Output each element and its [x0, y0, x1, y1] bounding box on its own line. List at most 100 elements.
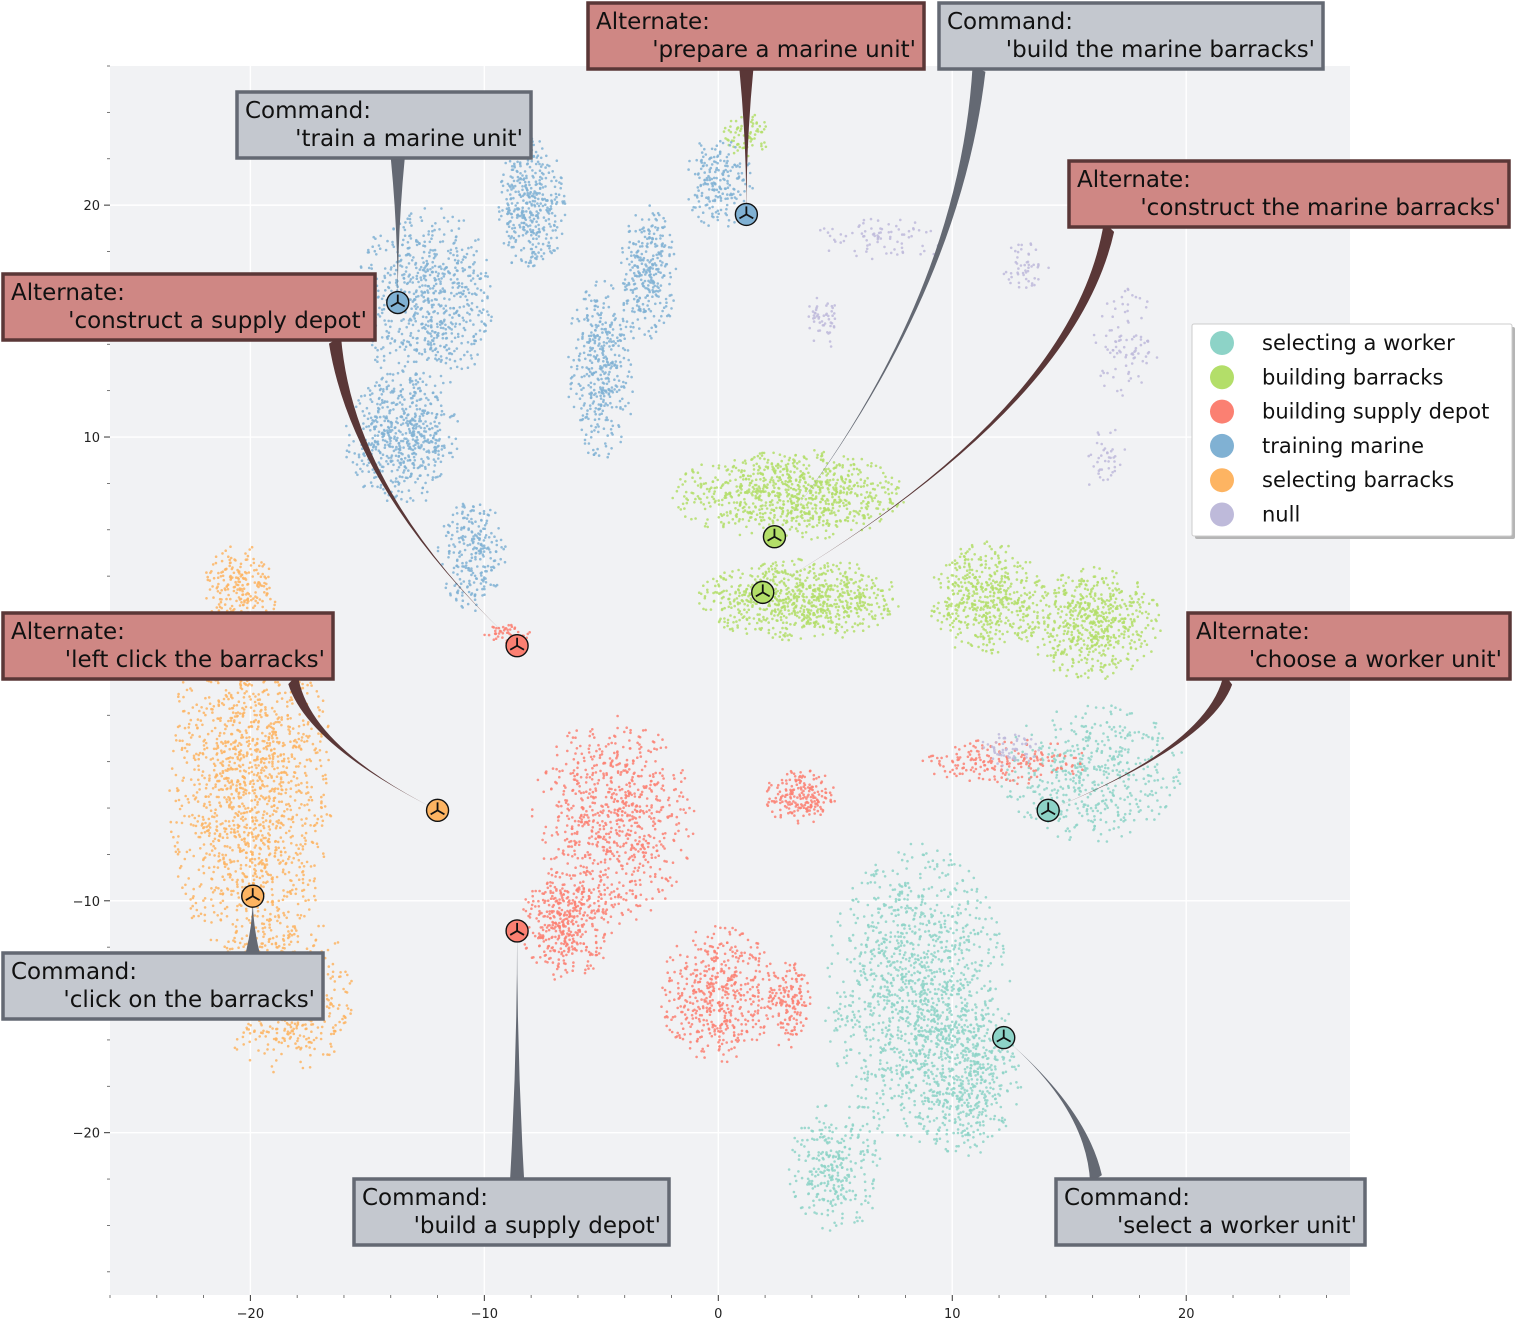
- scatter-point: [1036, 653, 1040, 656]
- scatter-point: [790, 612, 794, 615]
- scatter-point: [798, 616, 801, 619]
- scatter-point: [811, 477, 815, 480]
- scatter-point: [845, 958, 849, 961]
- scatter-point: [803, 1145, 806, 1148]
- scatter-point: [766, 461, 769, 464]
- scatter-point: [1100, 781, 1104, 785]
- scatter-point: [870, 873, 873, 877]
- scatter-point: [950, 989, 954, 992]
- scatter-point: [984, 588, 987, 591]
- scatter-point: [858, 586, 862, 590]
- scatter-point: [897, 969, 900, 972]
- scatter-point: [982, 1131, 986, 1135]
- scatter-point: [945, 1106, 949, 1109]
- scatter-point: [936, 1028, 940, 1032]
- scatter-point: [787, 511, 790, 515]
- scatter-point: [762, 518, 766, 522]
- scatter-point: [851, 1123, 855, 1126]
- scatter-point: [930, 935, 933, 939]
- scatter-point: [723, 606, 726, 610]
- scatter-point: [896, 893, 900, 896]
- scatter-point: [966, 550, 969, 553]
- scatter-point: [1076, 807, 1079, 810]
- scatter-point: [899, 884, 902, 888]
- scatter-point: [732, 599, 736, 603]
- scatter-point: [879, 518, 883, 521]
- scatter-point: [779, 515, 783, 518]
- scatter-point: [802, 476, 806, 479]
- scatter-point: [972, 876, 976, 880]
- scatter-point: [772, 481, 775, 484]
- scatter-point: [883, 1083, 887, 1087]
- scatter-point: [783, 467, 786, 471]
- scatter-point: [754, 518, 757, 521]
- scatter-point: [978, 1037, 981, 1040]
- scatter-point: [963, 565, 966, 569]
- scatter-point: [958, 864, 962, 867]
- scatter-point: [833, 466, 837, 470]
- scatter-point: [980, 1113, 984, 1116]
- scatter-point: [950, 985, 954, 989]
- scatter-point: [870, 914, 874, 917]
- scatter-point: [865, 584, 868, 587]
- scatter-point: [923, 997, 927, 1000]
- scatter-point: [876, 588, 880, 591]
- scatter-point: [1026, 811, 1029, 814]
- scatter-point: [963, 965, 967, 969]
- scatter-point: [757, 495, 761, 499]
- scatter-point: [866, 903, 870, 907]
- scatter-point: [750, 479, 754, 483]
- scatter-point: [948, 891, 952, 894]
- scatter-point: [933, 1094, 936, 1097]
- scatter-point: [711, 495, 714, 499]
- scatter-point: [947, 863, 951, 867]
- scatter-point: [940, 889, 943, 893]
- scatter-point: [873, 896, 876, 900]
- scatter-point: [807, 1192, 810, 1196]
- scatter-point: [917, 1024, 920, 1027]
- scatter-point: [778, 453, 782, 457]
- scatter-point: [779, 591, 782, 595]
- scatter-point: [811, 497, 814, 501]
- scatter-point: [1058, 760, 1062, 764]
- scatter-point: [1107, 772, 1111, 776]
- scatter-point: [758, 511, 762, 515]
- scatter-point: [734, 507, 737, 510]
- scatter-point: [714, 584, 717, 588]
- scatter-point: [1011, 556, 1014, 560]
- scatter-point: [802, 463, 805, 467]
- scatter-point: [818, 584, 822, 587]
- scatter-point: [960, 971, 963, 975]
- scatter-point: [1010, 582, 1013, 586]
- scatter-point: [940, 1050, 943, 1053]
- scatter-point: [837, 501, 840, 504]
- scatter-point: [933, 1064, 936, 1068]
- scatter-point: [1056, 648, 1060, 652]
- scatter-point: [956, 583, 960, 587]
- scatter-point: [1067, 786, 1070, 789]
- scatter-point: [836, 609, 840, 612]
- scatter-point: [869, 881, 872, 884]
- scatter-point: [1021, 750, 1024, 754]
- scatter-point: [878, 503, 881, 506]
- scatter-point: [882, 1068, 886, 1071]
- scatter-point: [717, 516, 721, 519]
- scatter-point: [868, 1005, 872, 1008]
- scatter-point: [773, 608, 777, 611]
- scatter-point: [803, 456, 806, 460]
- scatter-point: [879, 931, 882, 934]
- scatter-point: [989, 1039, 992, 1042]
- scatter-point: [1064, 773, 1067, 776]
- scatter-point: [859, 485, 863, 489]
- scatter-point: [863, 1000, 867, 1004]
- scatter-point: [832, 486, 835, 489]
- scatter-point: [854, 921, 858, 925]
- scatter-point: [962, 935, 966, 939]
- scatter-point: [857, 615, 860, 618]
- scatter-point: [911, 1075, 914, 1079]
- scatter-point: [935, 1014, 938, 1018]
- scatter-point: [802, 599, 806, 602]
- scatter-point: [1112, 827, 1116, 830]
- scatter-point: [897, 1036, 900, 1040]
- scatter-point: [847, 1004, 851, 1007]
